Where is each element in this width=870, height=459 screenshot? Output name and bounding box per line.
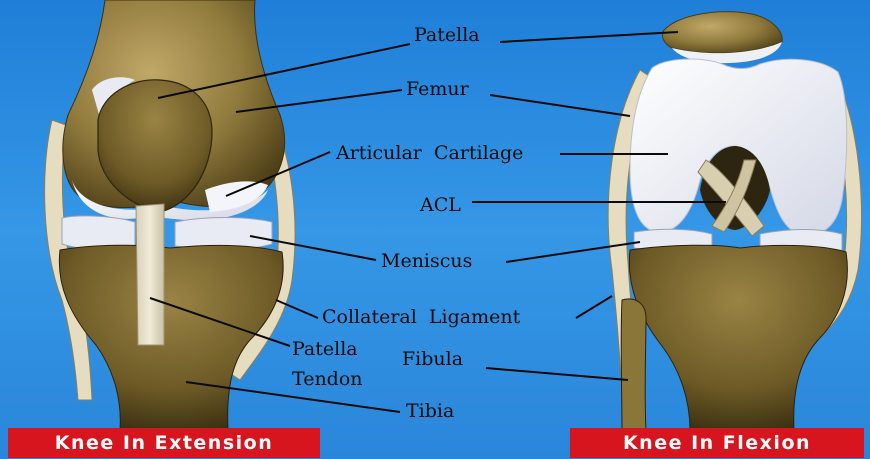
patella-tendon-strip xyxy=(136,204,164,345)
label-acl: ACL xyxy=(420,196,461,215)
meniscus-right xyxy=(175,218,272,250)
label-patella: Patella xyxy=(414,26,480,45)
label-articular-cartilage: Articular Cartilage xyxy=(336,144,523,163)
caption-knee-extension: Knee In Extension xyxy=(8,428,320,458)
label-tibia: Tibia xyxy=(406,402,454,421)
label-collateral-ligament: Collateral Ligament xyxy=(322,308,520,327)
label-patella-tendon-line1: Patella xyxy=(292,340,358,359)
caption-knee-extension-text: Knee In Extension xyxy=(55,432,273,454)
meniscus-left xyxy=(62,216,135,250)
fibula-bone xyxy=(621,299,646,430)
caption-knee-flexion: Knee In Flexion xyxy=(570,428,864,458)
label-meniscus: Meniscus xyxy=(381,252,472,271)
label-fibula: Fibula xyxy=(402,350,463,369)
label-femur: Femur xyxy=(406,80,469,99)
caption-knee-flexion-text: Knee In Flexion xyxy=(623,432,811,454)
label-patella-tendon-line2: Tendon xyxy=(292,370,363,389)
